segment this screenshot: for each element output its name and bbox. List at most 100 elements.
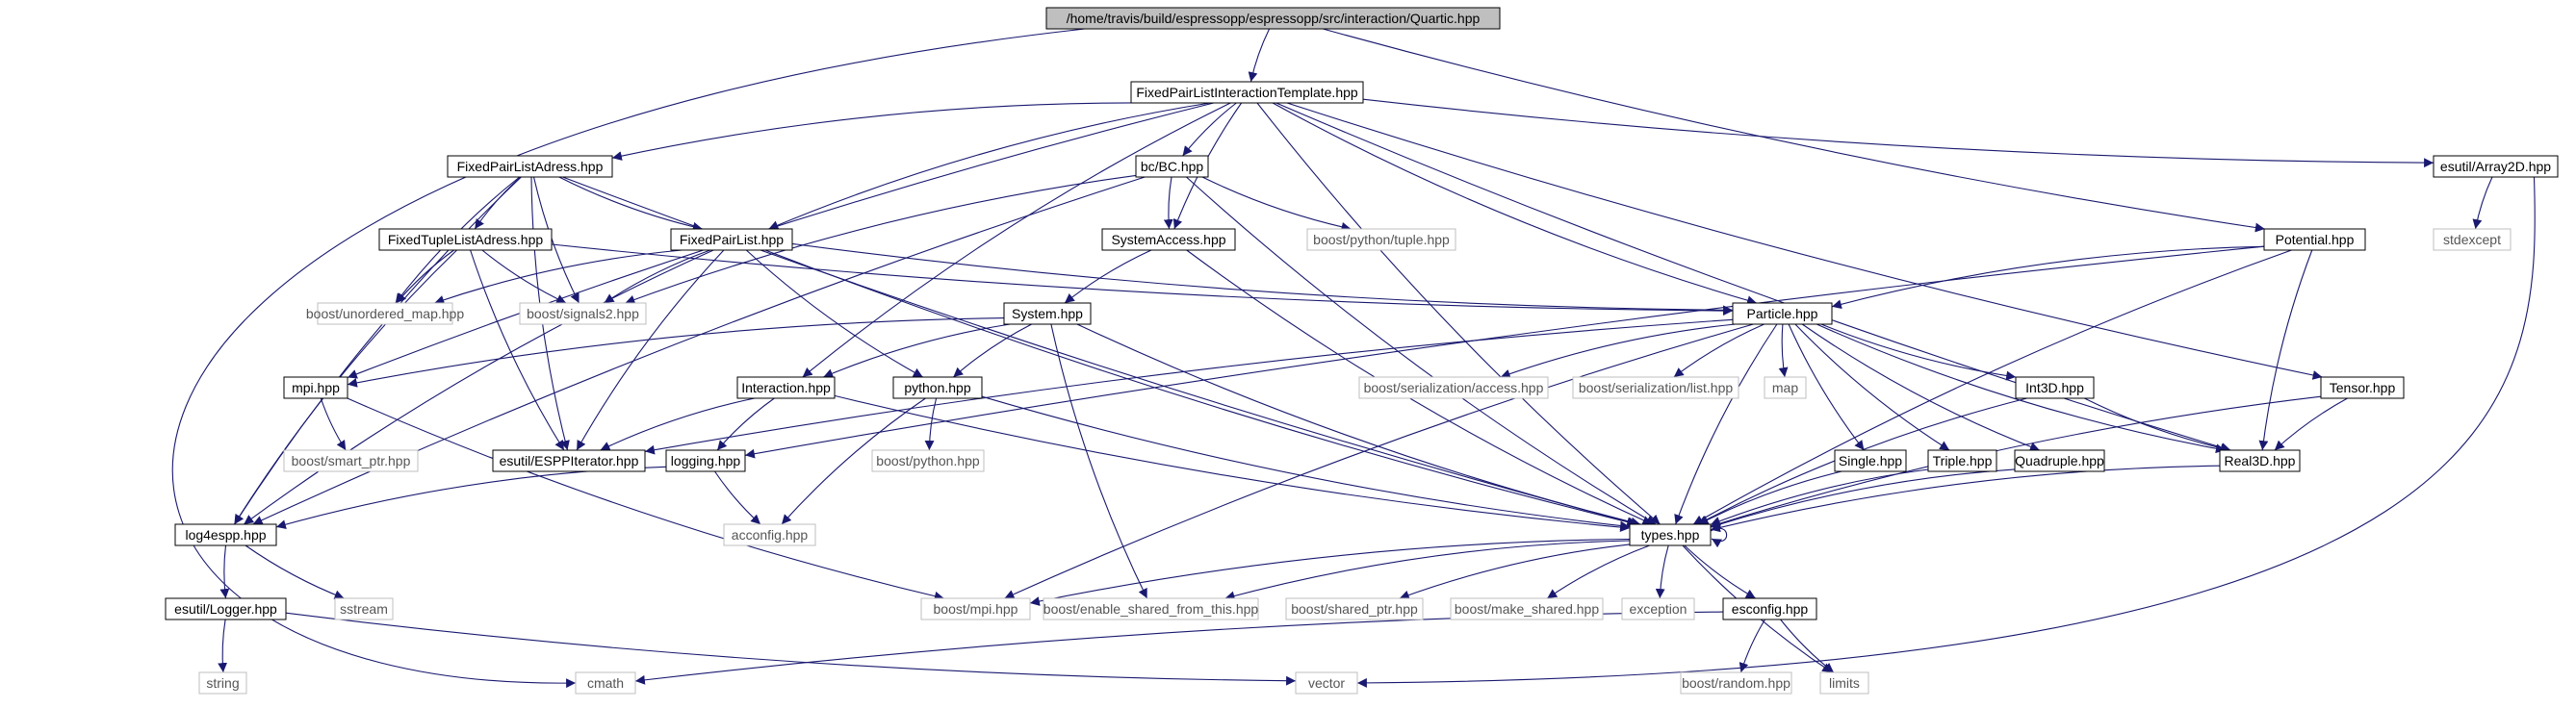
edge-ftla-to-particle (551, 243, 1734, 316)
node-limits: limits (1819, 671, 1869, 695)
node-label: boost/python/tuple.hpp (1313, 232, 1450, 247)
node-particle[interactable]: Particle.hpp (1732, 302, 1833, 325)
node-box (492, 449, 646, 472)
edge-fpl-to-log4espp (243, 249, 714, 525)
node-logging[interactable]: logging.hpp (665, 449, 746, 472)
node-box (1572, 376, 1739, 399)
edge-sysacc-to-system (1064, 249, 1152, 304)
node-string: string (198, 671, 247, 695)
node-esconfig[interactable]: esconfig.hpp (1722, 597, 1817, 620)
node-fpl[interactable]: FixedPairList.hpp (670, 228, 793, 251)
node-label: Tensor.hpp (2330, 380, 2396, 395)
node-box (670, 228, 793, 251)
node-box (736, 376, 836, 399)
edge-interaction-to-types (834, 394, 1631, 533)
node-label: boost/python.hpp (876, 453, 980, 468)
node-box (1764, 376, 1807, 399)
node-label: Potential.hpp (2276, 232, 2355, 247)
edge-fplit-to-fpla (611, 102, 1146, 161)
edge-a2d-to-stdexcept (2472, 176, 2493, 230)
node-label: esutil/Array2D.hpp (2440, 159, 2551, 174)
node-fpla[interactable]: FixedPairListAdress.hpp (447, 155, 613, 178)
node-label: map (1772, 380, 1798, 395)
node-label: boost/random.hpp (1682, 675, 1790, 691)
node-box (1295, 671, 1358, 695)
edge-fplit-to-bc (1182, 102, 1237, 157)
node-int3d[interactable]: Int3D.hpp (2015, 376, 2095, 399)
node-sysacc[interactable]: SystemAccess.hpp (1101, 228, 1236, 251)
node-box (575, 671, 636, 695)
node-system[interactable]: System.hpp (1003, 302, 1092, 325)
node-real3d[interactable]: Real3D.hpp (2219, 449, 2301, 472)
node-box (920, 597, 1031, 620)
node-esppIter[interactable]: esutil/ESPPIterator.hpp (492, 449, 646, 472)
node-types[interactable]: types.hpp (1629, 523, 1712, 546)
node-vector: vector (1295, 671, 1358, 695)
node-triple[interactable]: Triple.hpp (1927, 449, 1997, 472)
node-serList: boost/serialization/list.hpp (1572, 376, 1739, 399)
edge-tensor-to-types (1710, 395, 2322, 528)
edge-fplit-to-tensor (1286, 102, 2323, 380)
edge-fpl-to-esppIter (576, 249, 725, 451)
edge-mpi-to-sptrMpi (320, 397, 347, 451)
node-box (1003, 302, 1092, 325)
node-label: boost/shared_ptr.hpp (1291, 601, 1418, 617)
node-potential[interactable]: Potential.hpp (2263, 228, 2366, 251)
node-log4espp[interactable]: log4espp.hpp (174, 523, 277, 546)
node-label: boost/smart_ptr.hpp (292, 453, 411, 468)
edge-particle-to-serAccess (1500, 323, 1736, 379)
node-python[interactable]: python.hpp (892, 376, 983, 399)
node-quadruple[interactable]: Quadruple.hpp (2014, 449, 2105, 472)
edge-mpi-to-bmpi (347, 397, 944, 601)
edge-fplit-to-a2d (1362, 98, 2434, 168)
edge-python-to-bpython (924, 397, 938, 451)
node-label: esconfig.hpp (1732, 601, 1809, 617)
node-fplit[interactable]: FixedPairListInteractionTemplate.hpp (1130, 81, 1364, 104)
node-bc[interactable]: bc/BC.hpp (1135, 155, 1209, 178)
node-a2d[interactable]: esutil/Array2D.hpp (2433, 155, 2559, 178)
node-exception: exception (1621, 597, 1695, 620)
edge-int3d-to-real3d (2084, 397, 2230, 453)
node-interaction[interactable]: Interaction.hpp (736, 376, 836, 399)
node-box (892, 376, 983, 399)
edge-quadruple-to-types (1710, 468, 2016, 529)
node-label: vector (1308, 675, 1345, 691)
edge-system-to-interaction (823, 323, 1011, 378)
node-box (1834, 449, 1907, 472)
edge-real3d-to-types (1710, 465, 2221, 533)
edge-system-to-esft (1050, 323, 1148, 599)
edge-python-to-types (981, 395, 1631, 531)
node-stdexcept: stdexcept (2433, 228, 2512, 251)
edge-potential-to-logging (744, 245, 2265, 459)
node-label: Single.hpp (1839, 453, 1902, 468)
edges-layer (171, 28, 2536, 689)
node-label: mpi.hpp (292, 380, 340, 395)
node-box (1629, 523, 1712, 546)
edge-fpla-to-fpl (558, 176, 703, 232)
node-mpi[interactable]: mpi.hpp (283, 376, 348, 399)
node-box (174, 523, 277, 546)
node-tensor[interactable]: Tensor.hpp (2320, 376, 2405, 399)
node-label: esutil/Logger.hpp (174, 601, 277, 617)
node-label: log4espp.hpp (185, 527, 266, 543)
edge-fplit-to-types (1256, 102, 1661, 525)
node-box (2263, 228, 2366, 251)
edge-a2d-to-vector (1356, 176, 2536, 688)
edge-fpl-to-types (764, 249, 1637, 527)
node-label: acconfig.hpp (732, 527, 809, 543)
edge-sysacc-to-types (1186, 249, 1653, 525)
edge-particle-to-serList (1673, 323, 1765, 378)
edge-bc-to-types (1186, 176, 1657, 525)
edge-types-to-exception (1655, 544, 1669, 599)
node-logger[interactable]: esutil/Logger.hpp (165, 597, 287, 620)
edge-particle-to-real3d (1816, 323, 2226, 454)
node-serAccess: boost/serialization/access.hpp (1358, 376, 1549, 399)
node-box (1306, 228, 1456, 251)
node-quartic[interactable]: /home/travis/build/espressopp/espressopp… (1045, 7, 1501, 30)
edge-log4espp-to-sstream (245, 544, 345, 599)
node-ftla[interactable]: FixedTupleListAdress.hpp (378, 228, 553, 251)
node-single[interactable]: Single.hpp (1834, 449, 1907, 472)
node-sstream: sstream (334, 597, 394, 620)
node-tuple: boost/python/tuple.hpp (1306, 228, 1456, 251)
